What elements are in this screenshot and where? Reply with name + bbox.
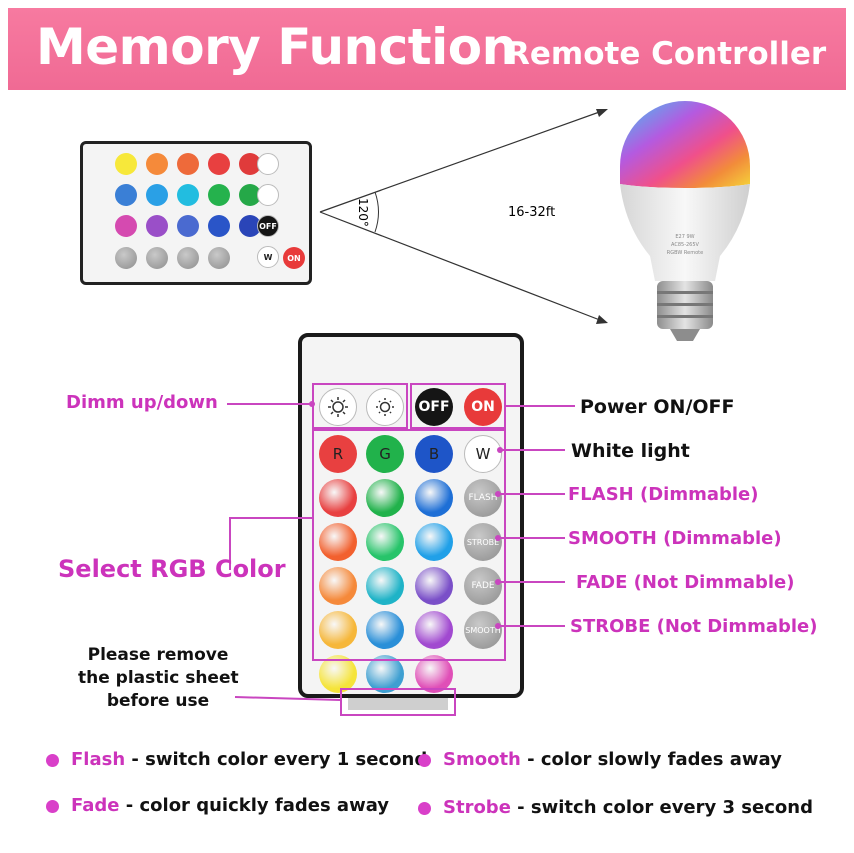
color-button[interactable] xyxy=(366,655,404,693)
flash-label: FLASH (Dimmable) xyxy=(568,484,759,505)
legend-desc: - switch color every 1 second xyxy=(125,749,428,770)
select-rgb-label: Select RGB Color xyxy=(58,555,286,583)
range-arrows xyxy=(319,109,608,324)
color-button[interactable] xyxy=(366,523,404,561)
small-color-button xyxy=(146,215,168,237)
color-button[interactable] xyxy=(366,567,404,605)
small-color-button xyxy=(208,184,230,206)
legend-flash: Flash - switch color every 1 second xyxy=(46,749,427,770)
legend-desc: - switch color every 3 second xyxy=(510,797,813,818)
legend-strobe: Strobe - switch color every 3 second xyxy=(418,797,813,818)
bullet-icon xyxy=(418,753,431,767)
sun-dim-icon xyxy=(376,398,394,416)
strobe-button[interactable]: STROBE xyxy=(464,523,502,561)
color-button[interactable] xyxy=(366,479,404,517)
color-button[interactable] xyxy=(319,611,357,649)
green-button[interactable]: G xyxy=(366,435,404,473)
color-button[interactable] xyxy=(415,479,453,517)
legend-term: Flash xyxy=(71,749,126,770)
color-frame xyxy=(312,429,506,661)
small-color-button xyxy=(239,215,261,237)
off-button[interactable]: OFF xyxy=(415,388,453,426)
legend-term: Smooth xyxy=(443,749,521,770)
small-on-button: ON xyxy=(283,247,305,269)
red-button[interactable]: R xyxy=(319,435,357,473)
color-button[interactable] xyxy=(415,567,453,605)
fade-label: FADE (Not Dimmable) xyxy=(576,572,795,593)
legend-desc: - color slowly fades away xyxy=(520,749,782,770)
legend-fade: Fade - color quickly fades away xyxy=(46,795,389,816)
small-sun-down-button xyxy=(257,184,279,206)
sheet-line-2: the plastic sheet xyxy=(78,668,239,688)
legend-term: Fade xyxy=(71,795,120,816)
sheet-frame xyxy=(340,688,456,716)
fade-button[interactable]: FADE xyxy=(464,567,502,605)
small-color-button xyxy=(177,215,199,237)
power-label: Power ON/OFF xyxy=(580,396,735,418)
legend-term: Strobe xyxy=(443,797,511,818)
banner-subtitle: Remote Controller xyxy=(506,36,827,72)
brightness-up-button[interactable] xyxy=(319,388,357,426)
smooth-button[interactable]: SMOOTH xyxy=(464,611,502,649)
legend-desc: - color quickly fades away xyxy=(119,795,390,816)
banner-title: Memory Function xyxy=(36,18,517,76)
bullet-icon xyxy=(46,799,59,813)
sheet-line-1: Please remove xyxy=(87,645,229,665)
small-color-button xyxy=(146,184,168,206)
plastic-sheet-note: Please remove the plastic sheet before u… xyxy=(78,644,239,713)
color-button[interactable] xyxy=(319,479,357,517)
color-button[interactable] xyxy=(415,523,453,561)
small-color-button xyxy=(115,184,137,206)
small-color-button xyxy=(208,153,230,175)
white-light-label: White light xyxy=(571,440,690,462)
on-button[interactable]: ON xyxy=(464,388,502,426)
legend-smooth: Smooth - color slowly fades away xyxy=(418,749,782,770)
small-color-button xyxy=(208,215,230,237)
flash-button[interactable]: FLASH xyxy=(464,479,502,517)
color-button[interactable] xyxy=(319,523,357,561)
small-color-button xyxy=(177,153,199,175)
small-color-button xyxy=(239,153,261,175)
color-button[interactable] xyxy=(319,567,357,605)
dimm-label: Dimm up/down xyxy=(66,392,218,413)
color-button[interactable] xyxy=(319,655,357,693)
distance-label: 16-32ft xyxy=(508,205,556,220)
small-mode-button xyxy=(177,247,199,269)
bullet-icon xyxy=(418,801,431,815)
strobe-label: STROBE (Not Dimmable) xyxy=(570,616,818,637)
smooth-label: SMOOTH (Dimmable) xyxy=(568,528,782,549)
small-color-button xyxy=(115,215,137,237)
sheet-line-3: before use xyxy=(106,691,210,711)
title-banner: Memory Function Remote Controller xyxy=(8,8,846,90)
brightness-down-button[interactable] xyxy=(366,388,404,426)
small-mode-button xyxy=(115,247,137,269)
power-frame xyxy=(410,383,506,429)
bulb-spec-2: AC85-265V xyxy=(671,242,700,248)
plastic-sheet xyxy=(348,698,448,710)
small-mode-button xyxy=(208,247,230,269)
white-button[interactable]: W xyxy=(464,435,502,473)
bulb-spec-1: E27 9W xyxy=(675,234,694,240)
small-color-button xyxy=(239,184,261,206)
small-w-button: W xyxy=(257,246,279,268)
blue-button[interactable]: B xyxy=(415,435,453,473)
rgb-bulb-icon: E27 9W AC85-265V RGBW Remote xyxy=(620,101,750,341)
small-color-button xyxy=(115,153,137,175)
color-button[interactable] xyxy=(415,611,453,649)
small-mode-button xyxy=(146,247,168,269)
small-sun-up-button xyxy=(257,153,279,175)
small-color-button xyxy=(146,153,168,175)
bullet-icon xyxy=(46,753,59,767)
color-button[interactable] xyxy=(366,611,404,649)
color-button[interactable] xyxy=(415,655,453,693)
small-color-button xyxy=(177,184,199,206)
small-off-button: OFF xyxy=(257,215,279,237)
sun-icon xyxy=(328,397,348,417)
bulb-spec-3: RGBW Remote xyxy=(667,250,703,256)
